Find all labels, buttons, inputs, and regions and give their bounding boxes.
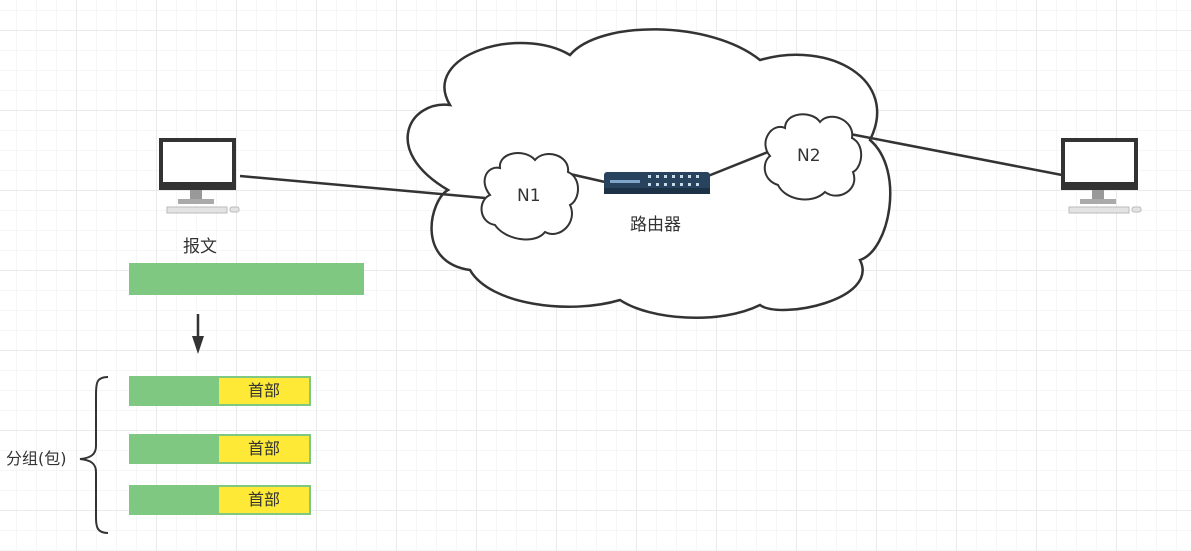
n2-cloud xyxy=(763,113,863,201)
curly-brace xyxy=(79,376,109,534)
left-host-computer-icon xyxy=(159,138,240,214)
link-n1-router xyxy=(569,172,606,184)
link-left-host-n1 xyxy=(239,174,486,200)
message-label: 报文 xyxy=(183,237,217,257)
packet-header: 首部 xyxy=(219,378,309,404)
packet-header: 首部 xyxy=(219,436,309,462)
router-label: 路由器 xyxy=(630,215,681,235)
packet-2: 首部 xyxy=(129,434,311,464)
link-router-n2 xyxy=(707,150,769,178)
packet-header: 首部 xyxy=(219,487,309,513)
n1-label: N1 xyxy=(517,186,541,206)
right-host-computer-icon xyxy=(1061,138,1142,214)
packets-label: 分组(包) xyxy=(6,449,67,468)
router-icon xyxy=(604,172,710,194)
n2-label: N2 xyxy=(797,146,821,166)
link-n2-right-host xyxy=(849,132,1063,177)
message-bar xyxy=(129,263,364,295)
arrow-down-icon xyxy=(192,314,204,354)
n1-cloud xyxy=(480,152,579,241)
packet-1: 首部 xyxy=(129,376,311,406)
packet-3: 首部 xyxy=(129,485,311,515)
